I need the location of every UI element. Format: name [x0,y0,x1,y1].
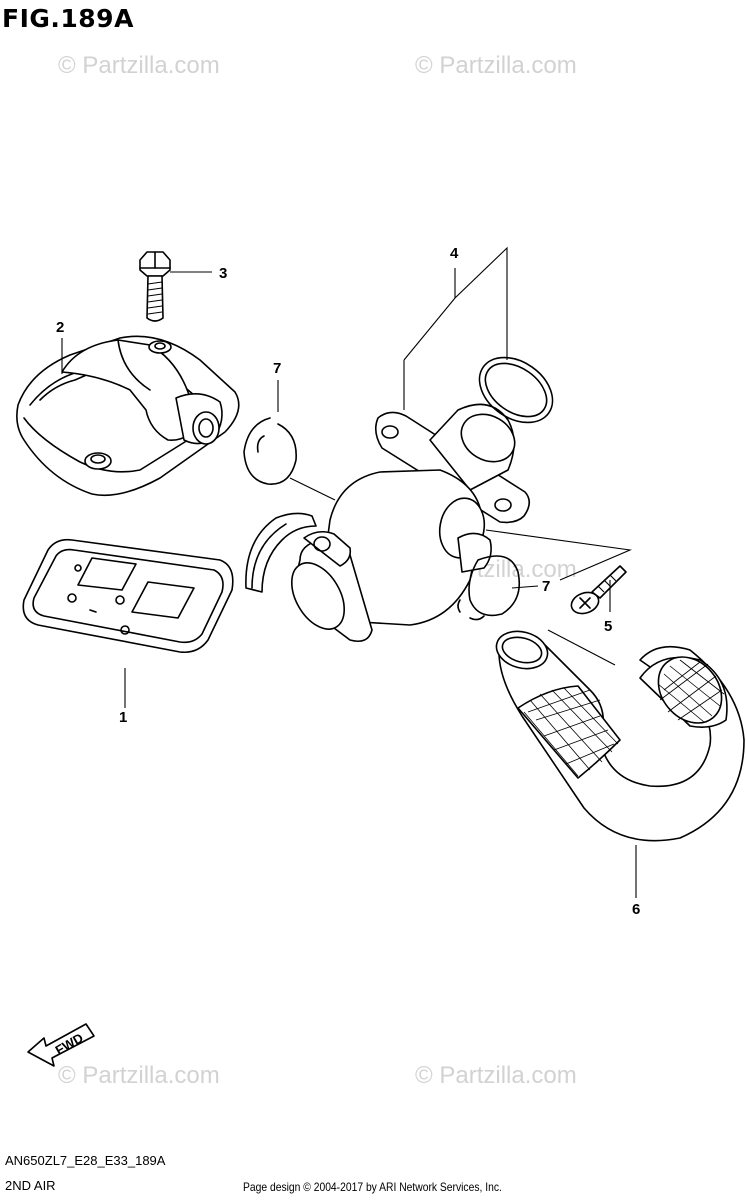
callout-3: 3 [219,265,227,282]
figure-code: AN650ZL7_E28_E33_189A [5,1153,166,1168]
fig-title: FIG.189A [2,4,134,33]
watermark: © Partzilla.com [58,52,220,79]
screw-part[interactable] [568,565,627,617]
watermark: © Partzilla.com [58,1062,220,1089]
callout-4: 4 [450,245,459,262]
footer-copyright: Page design © 2004-2017 by ARI Network S… [243,1180,502,1194]
callout-5: 5 [604,618,612,635]
valve-body-part[interactable] [281,403,531,643]
section-name: 2ND AIR [5,1178,56,1193]
callout-7-upper: 7 [273,360,281,377]
watermark: © Partzilla.com [415,1062,577,1089]
valve-cover-part[interactable] [16,335,240,497]
fwd-arrow-icon: FWD [27,1023,95,1067]
bolt-part[interactable] [139,251,171,322]
callout-6: 6 [632,901,640,918]
watermark: © Partzilla.com [415,52,577,79]
air-hose-part[interactable] [492,626,745,842]
reed-valve-part[interactable] [22,538,234,654]
callout-7-lower: 7 [542,578,550,595]
leader-lines [61,246,637,898]
o-ring-part[interactable] [467,344,565,436]
clamp-upper-part[interactable] [243,417,297,485]
clamp-lower-part[interactable] [457,555,521,621]
callout-1: 1 [119,709,127,726]
callout-2: 2 [56,319,64,336]
hose-segment-part[interactable] [245,512,317,593]
